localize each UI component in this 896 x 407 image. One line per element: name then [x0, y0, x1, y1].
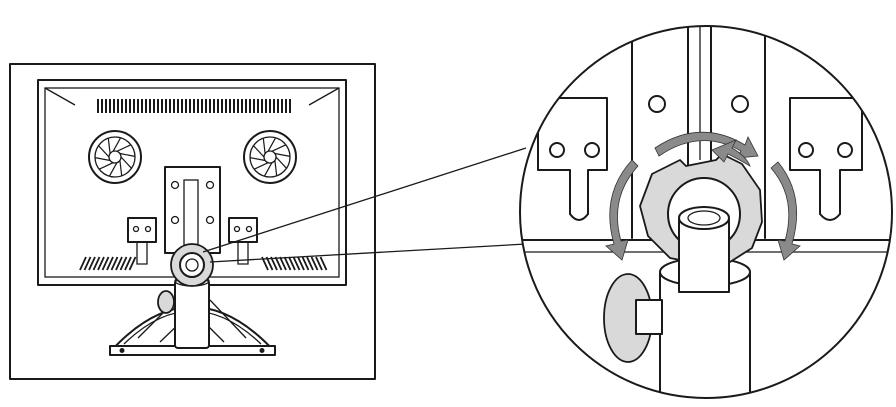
magnified-rotation-knob	[639, 153, 763, 293]
right-fan-icon	[243, 130, 297, 184]
magnified-detail	[520, 26, 892, 398]
illustration-frame	[9, 63, 376, 380]
magnifier-circle	[519, 25, 893, 399]
magnified-right-clip	[789, 97, 863, 221]
magnified-left-clip	[537, 97, 608, 221]
bottom-left-vent	[79, 256, 137, 271]
rotation-arrow-small-icon	[711, 139, 751, 167]
left-fan-icon	[88, 130, 142, 184]
rotation-arrow-left-icon	[605, 159, 639, 261]
rotation-knob	[170, 243, 214, 287]
zoom-indicator-lines	[202, 147, 527, 263]
mount-bracket	[164, 166, 221, 254]
rotation-arrow-right-icon	[770, 161, 801, 261]
right-clip	[228, 217, 258, 265]
rotation-arrow-top-icon	[654, 131, 759, 159]
top-vent-grille	[97, 99, 291, 113]
left-clip	[127, 217, 157, 265]
